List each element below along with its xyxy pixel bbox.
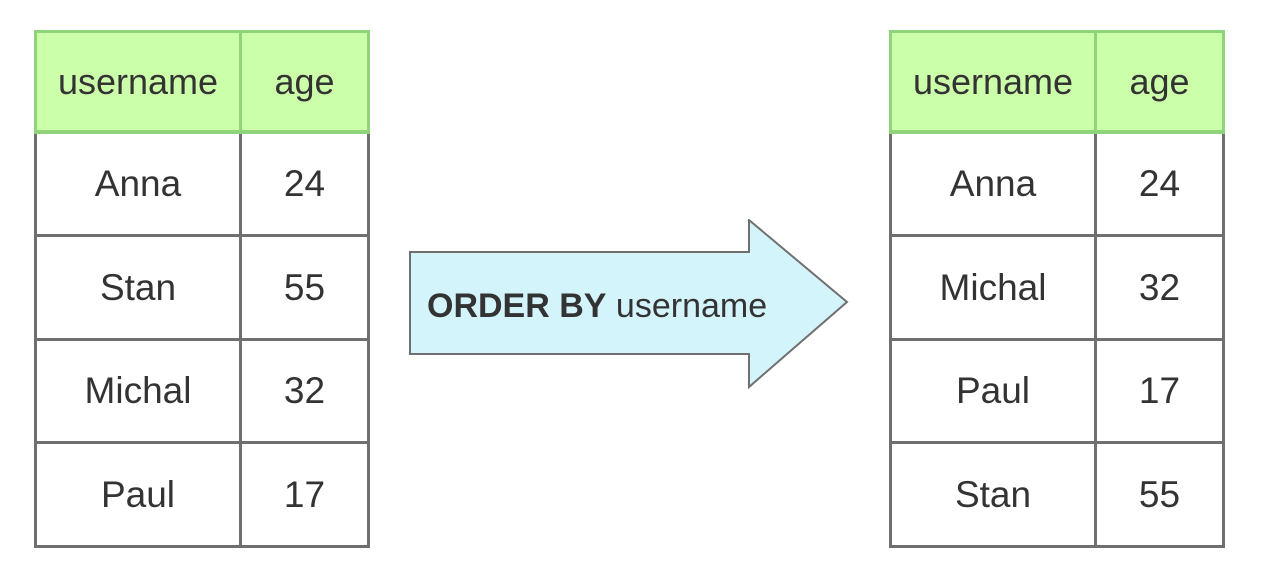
header-cell-age: age: [1097, 30, 1225, 134]
table-cell-age: 24: [242, 134, 370, 237]
table-cell-username: Anna: [889, 134, 1097, 237]
arrow-label: ORDER BY username: [427, 287, 767, 326]
sorted-table: username age Anna 24 Michal 32 Paul 17 S…: [889, 30, 1225, 548]
header-cell-age: age: [242, 30, 370, 134]
table-cell-username: Michal: [889, 237, 1097, 341]
header-cell-username: username: [34, 30, 242, 134]
table-cell-age: 32: [242, 341, 370, 444]
table-cell-username: Stan: [34, 237, 242, 341]
order-by-arrow: ORDER BY username: [409, 219, 851, 389]
table-cell-age: 17: [1097, 341, 1225, 444]
table-cell-age: 17: [242, 444, 370, 548]
sort-column: username: [615, 287, 768, 325]
sql-keyword: ORDER BY: [427, 287, 607, 325]
table-cell-username: Paul: [34, 444, 242, 548]
table-cell-age: 24: [1097, 134, 1225, 237]
arrow-shape: [409, 219, 849, 389]
table-cell-age: 55: [1097, 444, 1225, 548]
table-cell-username: Anna: [34, 134, 242, 237]
table-cell-age: 55: [242, 237, 370, 341]
source-table: username age Anna 24 Stan 55 Michal 32 P…: [34, 30, 370, 548]
table-cell-username: Michal: [34, 341, 242, 444]
table-cell-age: 32: [1097, 237, 1225, 341]
table-cell-username: Stan: [889, 444, 1097, 548]
table-cell-username: Paul: [889, 341, 1097, 444]
header-cell-username: username: [889, 30, 1097, 134]
